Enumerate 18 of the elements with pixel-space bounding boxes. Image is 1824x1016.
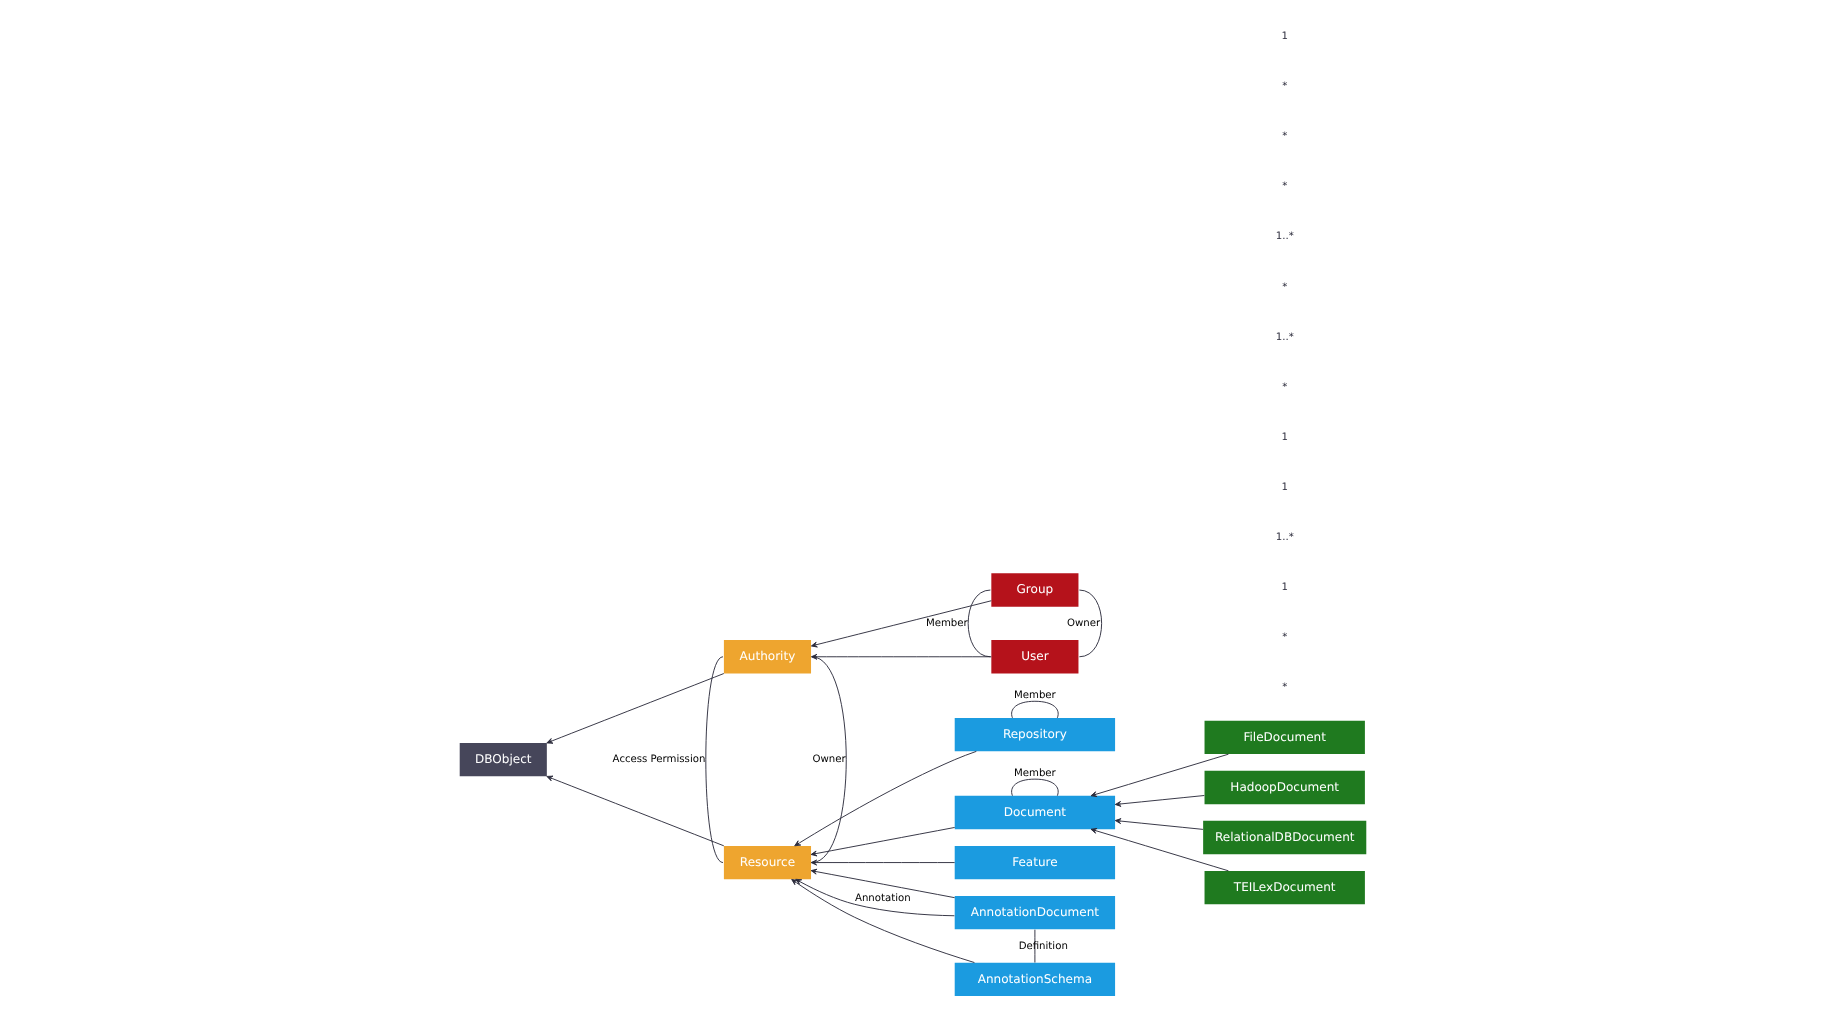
arrow xyxy=(1113,795,1204,807)
arrow xyxy=(1089,753,1228,798)
arrow xyxy=(793,750,976,847)
connector xyxy=(1010,778,1058,797)
arrow xyxy=(545,673,724,744)
arrow xyxy=(545,775,724,847)
connector xyxy=(966,589,990,658)
connector xyxy=(1077,589,1102,658)
arrow xyxy=(809,653,991,660)
connector xyxy=(1010,700,1058,719)
arrow xyxy=(809,859,955,866)
connector xyxy=(704,656,723,864)
arrow xyxy=(809,827,955,857)
connector xyxy=(810,656,846,864)
arrow xyxy=(1113,818,1203,830)
arrow xyxy=(1089,827,1228,872)
arrow xyxy=(809,600,991,648)
arrow xyxy=(809,868,955,899)
